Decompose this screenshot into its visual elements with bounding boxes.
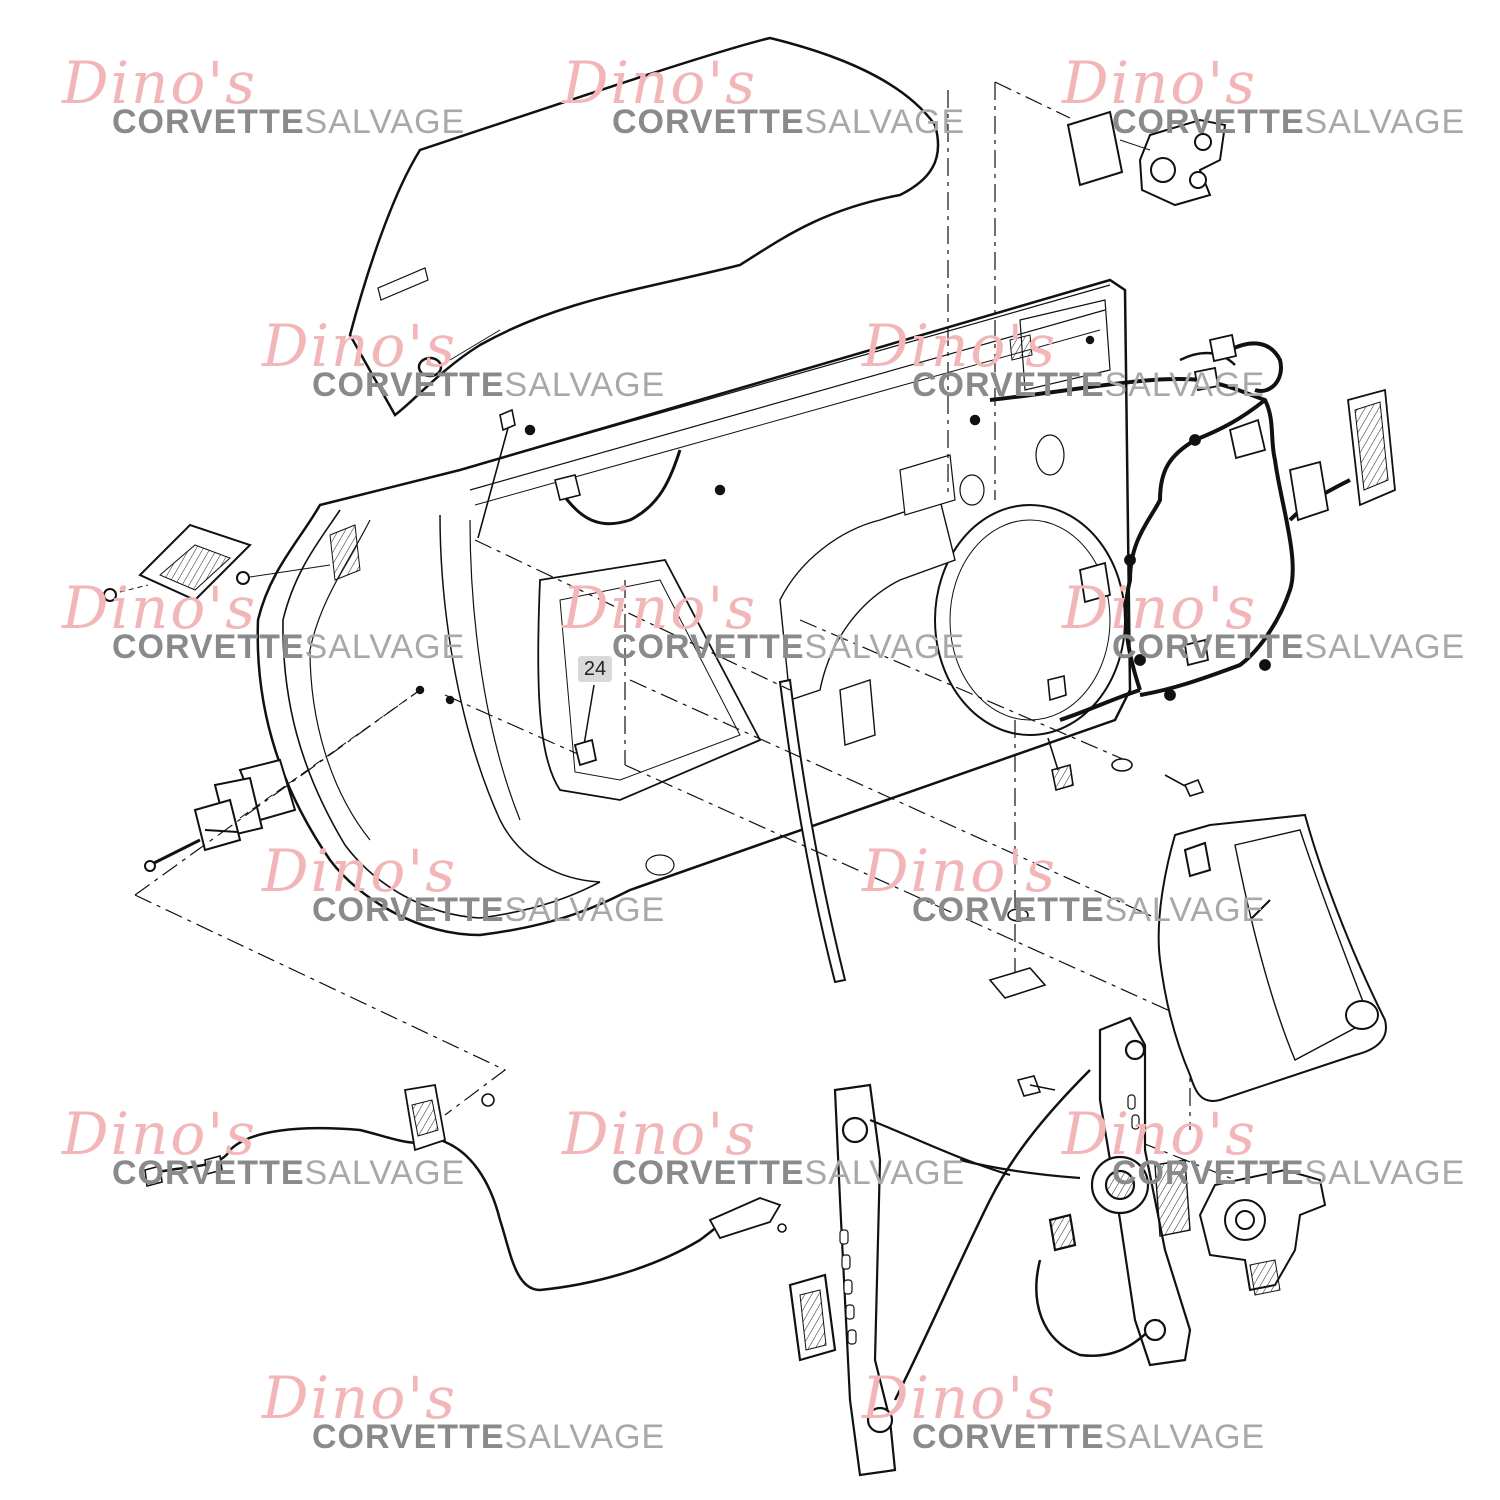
door-window-glass [348,36,940,417]
side-trim-panel [103,523,331,602]
callout-24: 24 [578,656,612,682]
door-check-link [144,689,421,872]
window-regulator [788,1016,1192,1477]
mirror-patch-bracket [1066,110,1227,207]
door-frame-shell [256,278,1132,937]
callout-leader-24 [573,684,598,767]
door-harness-lead [554,449,682,526]
door-water-deflector [1157,813,1387,1102]
harness-connectors [1078,333,1396,701]
glass-clip [477,408,516,539]
assembly-lines [134,81,1236,1181]
fasteners [988,675,1205,1097]
latch-cable-handle [144,1083,787,1292]
window-regulator-motor [1198,1168,1327,1296]
